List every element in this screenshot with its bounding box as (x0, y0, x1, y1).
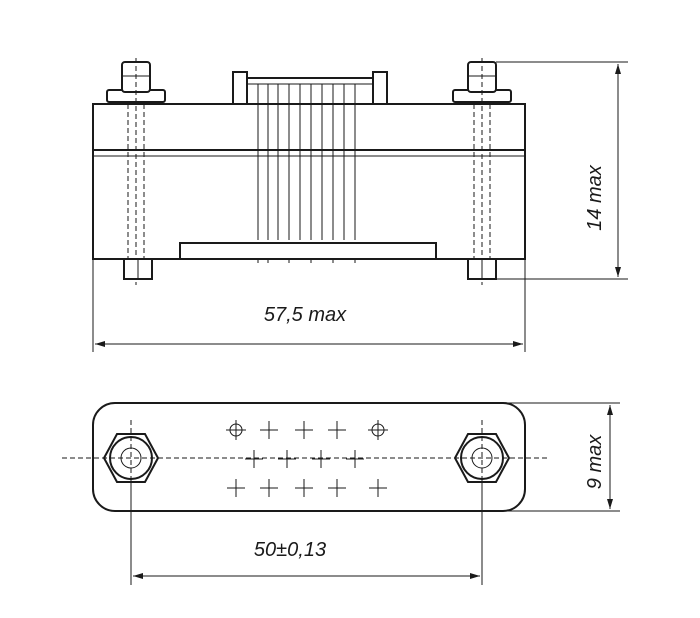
flange-outline (92, 402, 526, 512)
height-label: 14 max (584, 164, 606, 231)
contact-array (226, 420, 388, 497)
top-view: 9 max 50±0,13 (62, 402, 620, 585)
width-label: 57,5 max (264, 304, 347, 326)
depth-label: 9 max (584, 434, 606, 489)
pitch-label: 50±0,13 (254, 539, 326, 561)
right-screw (452, 58, 512, 285)
depth-dimension: 9 max (505, 402, 620, 512)
pin-header (232, 71, 388, 105)
left-screw (106, 58, 166, 285)
connector-body (92, 103, 526, 260)
width-dimension: 57,5 max (92, 259, 526, 352)
body-bottom-recess (179, 242, 437, 259)
pin-tips (257, 258, 356, 263)
pitch-dimension: 50±0,13 (130, 482, 483, 585)
contact-pins (257, 84, 356, 240)
height-dimension: 14 max (496, 61, 628, 280)
side-view: 14 max 57,5 max (92, 58, 628, 352)
